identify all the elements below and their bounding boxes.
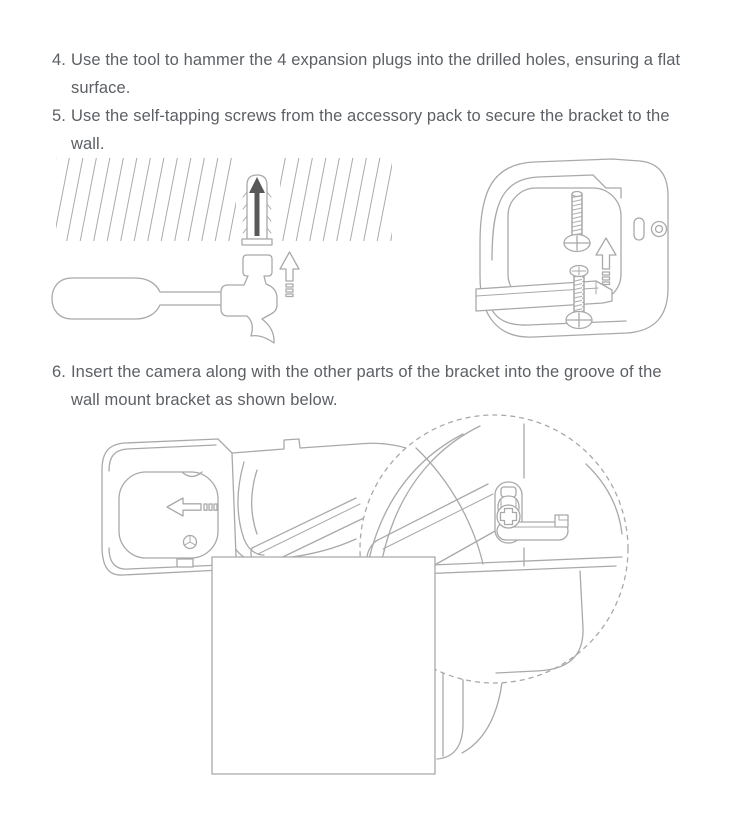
up-arrow-icon: [595, 237, 617, 286]
instruction-steps: 6. Insert the camera along with the othe…: [52, 358, 714, 414]
instruction-step-6: 6. Insert the camera along with the othe…: [52, 358, 714, 414]
bracket-tab-icon: [176, 558, 194, 568]
plug-up-arrow-icon: [249, 177, 265, 236]
latch-hook-icon: [554, 514, 569, 528]
screw-hole-icon: [650, 220, 668, 238]
camera-body: [211, 556, 436, 775]
magnified-camera-edge: [407, 556, 623, 674]
screw-head-icon: [496, 504, 521, 529]
instruction-steps: 4. Use the tool to hammer the 4 expansio…: [52, 46, 714, 158]
step-text: Use the self-tapping screws from the acc…: [71, 107, 670, 153]
step-number: 5.: [52, 107, 66, 125]
step-text: Use the tool to hammer the 4 expansion p…: [71, 51, 681, 97]
latch-screw-detail-icon: [494, 481, 569, 544]
left-arrow-icon: [166, 497, 218, 517]
wall-hatch: [56, 156, 392, 243]
slot-icon: [633, 217, 645, 241]
screw-icon: [563, 190, 591, 253]
bracket-screws-figure: [475, 158, 669, 338]
step-text: Insert the camera along with the other p…: [71, 363, 662, 409]
instruction-step-4: 4. Use the tool to hammer the 4 expansio…: [52, 46, 714, 102]
step-number: 4.: [52, 51, 66, 69]
hammer-icon: [51, 254, 278, 344]
step-number: 6.: [52, 363, 66, 381]
screw-head-icon: [182, 534, 198, 550]
expansion-plug-icon: [241, 174, 273, 246]
hammer-expansion-plug-figure: [51, 156, 392, 344]
wall-mount-bracket-icon: [101, 438, 237, 576]
screw-icon: [565, 264, 593, 330]
up-arrow-icon: [279, 251, 300, 298]
camera-insert-figure: [101, 414, 629, 775]
bracket-arm-icon: [250, 497, 369, 567]
instruction-step-5: 5. Use the self-tapping screws from the …: [52, 102, 714, 158]
